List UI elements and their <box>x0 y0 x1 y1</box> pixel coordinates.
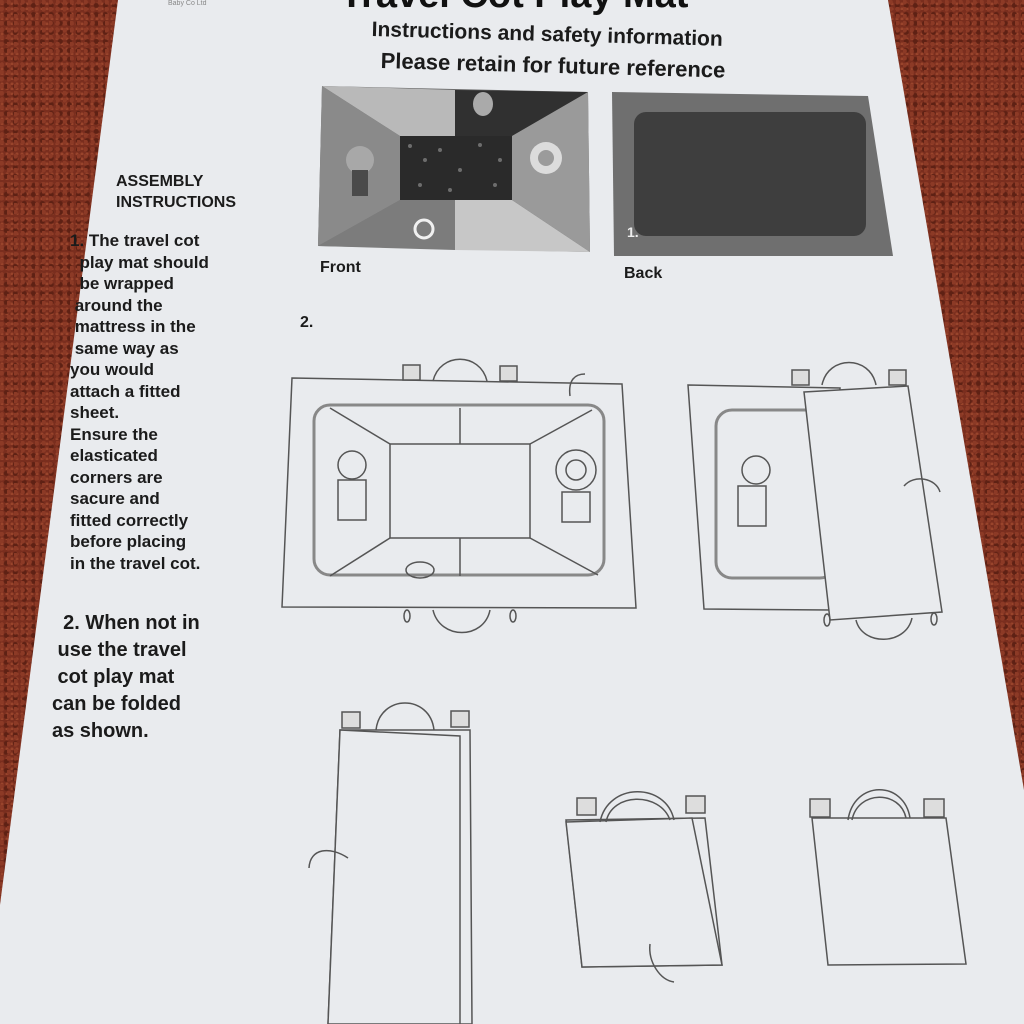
back-mat-photo: 1. <box>612 92 893 256</box>
back-label: Back <box>624 265 663 282</box>
folded-tall-diagram <box>308 702 473 1024</box>
finished-bag-diagram <box>809 789 967 966</box>
brand-name: Baby Co Ltd <box>168 0 207 7</box>
step-2-text: 2. When not in use the travel cot play m… <box>52 612 200 742</box>
unfolded-mat-diagram <box>281 358 637 634</box>
front-label: Front <box>320 259 361 276</box>
back-number: 1. <box>627 224 639 240</box>
half-folded-mat-diagram <box>687 361 943 640</box>
front-mat-photo <box>318 86 590 252</box>
bag-folding-diagram <box>565 791 723 983</box>
document-title: Travel Cot Play Mat <box>340 0 688 17</box>
step-2-number: 2. <box>300 314 314 331</box>
assembly-heading: ASSEMBLY INSTRUCTIONS <box>116 173 236 211</box>
step-1-text: 1. The travel cot play mat should be wra… <box>70 231 209 573</box>
